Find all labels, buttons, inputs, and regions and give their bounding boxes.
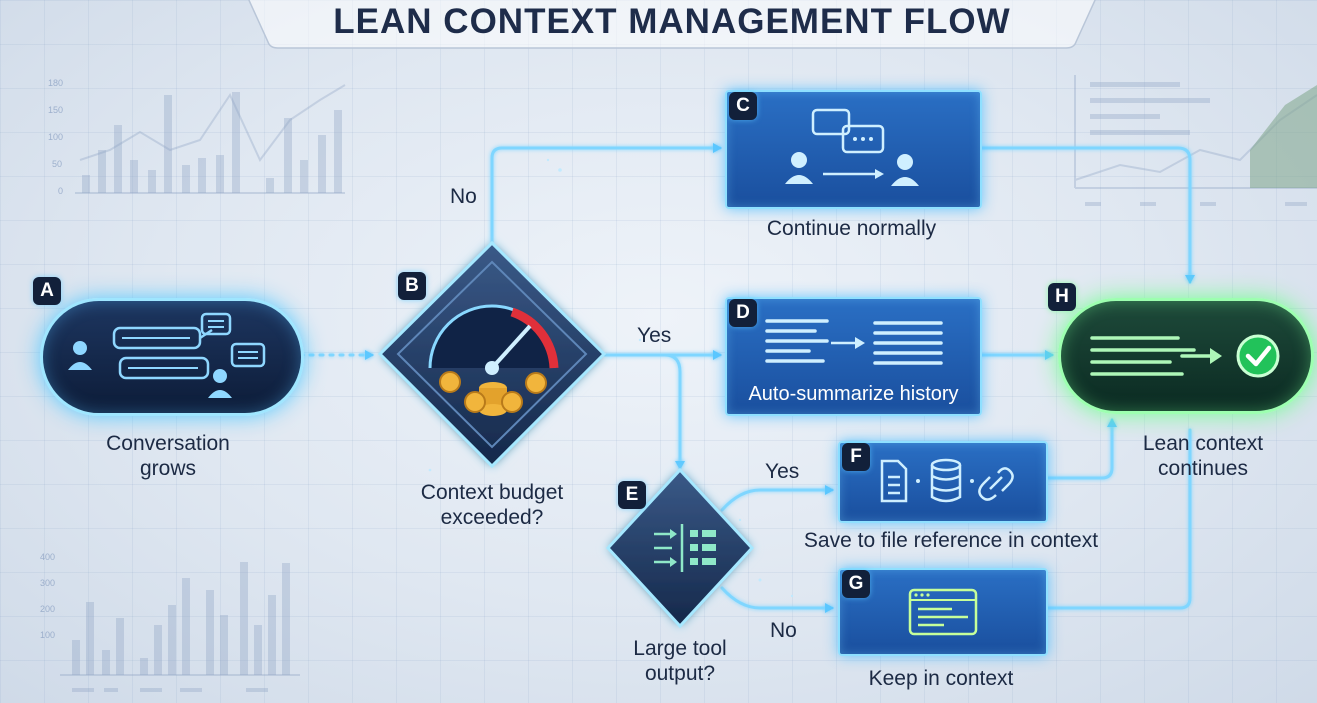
node-d-summarize: Auto-summarize history [725, 297, 982, 416]
node-a-conversation [40, 298, 304, 416]
node-g-label: Keep in context [868, 667, 1014, 690]
node-b-label-line1: Context budget [420, 481, 564, 504]
badge-g: G [842, 570, 870, 598]
file-database-link-icon [880, 458, 1014, 503]
edge-f-h [1044, 418, 1117, 480]
node-h-label: Lean context continues [1103, 431, 1303, 481]
tick-top-1: 180 [48, 78, 63, 88]
edge-b-yes-label: Yes [637, 324, 672, 347]
badge-a: A [33, 277, 61, 305]
lean-lines-check-icon [1090, 334, 1280, 378]
node-h-label-line1: Lean context [1142, 432, 1264, 455]
tick-bottom-1: 400 [40, 552, 55, 562]
edge-b-no-label: No [450, 185, 477, 208]
badge-h: H [1048, 283, 1076, 311]
node-g-keep [838, 568, 1048, 656]
node-e-label: Large tool output? [600, 636, 760, 686]
badge-b: B [398, 272, 426, 300]
edge-b-e [663, 353, 685, 470]
edge-e-yes-label: Yes [765, 460, 800, 483]
node-a-label: Conversation grows [70, 431, 266, 481]
node-a-label-line2: grows [139, 457, 197, 480]
node-d-label: Auto-summarize history [748, 383, 959, 405]
edge-c-h [978, 146, 1195, 284]
edge-e-g [720, 586, 834, 613]
node-b-label-line2: exceeded? [440, 506, 544, 529]
tick-bottom-3: 200 [40, 604, 55, 614]
node-f-label: Save to file reference in context [803, 529, 1099, 552]
node-a-label-line1: Conversation [106, 432, 230, 455]
badge-d: D [729, 299, 757, 327]
chat-bubbles-users-icon [68, 312, 266, 398]
node-e-label-line1: Large tool [633, 637, 727, 660]
summarize-lines-icon [765, 319, 943, 365]
tick-bottom-4: 100 [40, 630, 55, 640]
tick-top-2: 150 [48, 105, 63, 115]
node-c-continue [725, 90, 982, 209]
node-h-label-line2: continues [1158, 457, 1248, 480]
badge-c: C [729, 92, 757, 120]
edge-g-h [1044, 428, 1192, 610]
edge-e-no-label: No [770, 619, 797, 642]
node-h-lean-context [1058, 298, 1314, 414]
terminal-window-icon [908, 588, 978, 636]
node-c-label: Continue normally [766, 217, 937, 240]
tick-bottom-2: 300 [40, 578, 55, 588]
edge-b-c [490, 143, 722, 245]
title-banner: LEAN CONTEXT MANAGEMENT FLOW [246, 0, 1098, 50]
two-users-chat-icon [785, 108, 919, 186]
edge-e-f [720, 485, 834, 512]
tick-top-4: 50 [52, 159, 62, 169]
tick-top-5: 0 [58, 186, 63, 196]
node-b-label: Context budget exceeded? [392, 480, 592, 530]
page-title: LEAN CONTEXT MANAGEMENT FLOW [333, 2, 1011, 41]
badge-f: F [842, 443, 870, 471]
tick-top-3: 100 [48, 132, 63, 142]
node-f-save-file [838, 441, 1048, 523]
node-e-label-line2: output? [644, 662, 716, 685]
badge-e: E [618, 481, 646, 509]
